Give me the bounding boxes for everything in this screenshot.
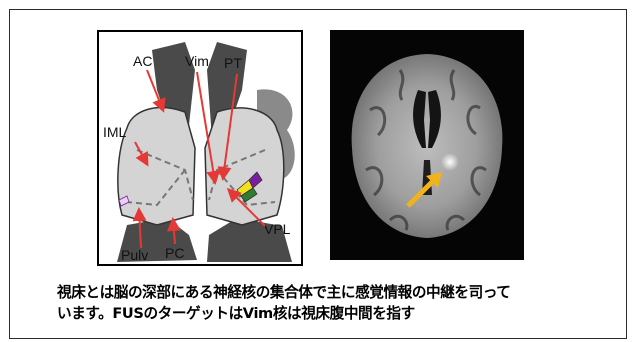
caption: 視床とは脳の深部にある神経核の集合体で主に感覚情報の中継を司って います。FUS… <box>57 282 617 324</box>
label-pulv: Pulv <box>121 247 148 263</box>
mri-axial-image <box>330 30 524 260</box>
label-pt: PT <box>224 55 242 71</box>
lesion-spot <box>441 153 459 171</box>
brain-slice <box>352 54 503 238</box>
label-vim: Vim <box>185 53 209 69</box>
label-iml: IML <box>103 124 127 140</box>
label-ac: AC <box>133 53 152 69</box>
caption-line-2: います。FUSのターゲットはVim核は視床腹中間を指す <box>57 303 617 324</box>
thalamus-diagram: AC Vim PT IML VPL Pulv PC <box>97 30 303 266</box>
right-thalamus <box>205 108 284 225</box>
label-vpl: VPL <box>264 221 291 237</box>
caption-line-1: 視床とは脳の深部にある神経核の集合体で主に感覚情報の中継を司って <box>57 282 617 303</box>
label-pc: PC <box>165 245 184 261</box>
left-thalamus <box>118 108 195 225</box>
